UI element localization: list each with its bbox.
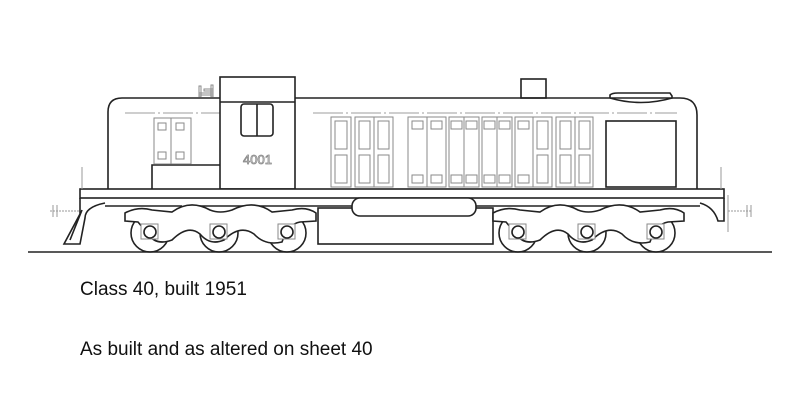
frame-walkway xyxy=(79,188,725,199)
exhaust-stack xyxy=(520,78,547,99)
short-hood-doors xyxy=(153,117,192,165)
horn-icon xyxy=(198,84,214,98)
front-coupler-marker xyxy=(50,167,83,217)
short-hood-step xyxy=(151,164,220,189)
locomotive-drawing: 4001 xyxy=(28,76,772,253)
caption-class-built: Class 40, built 1951 xyxy=(80,279,247,300)
front-pilot xyxy=(62,198,106,245)
short-hood xyxy=(107,97,220,189)
front-truck xyxy=(124,204,317,253)
long-hood-doors xyxy=(330,116,594,188)
rear-pilot xyxy=(699,198,725,222)
front-pilot-inner xyxy=(69,209,83,241)
radiator-grille xyxy=(605,120,677,188)
dynamic-brake-hatch xyxy=(609,92,673,104)
rear-truck xyxy=(492,204,685,253)
rear-coupler-marker xyxy=(720,167,752,232)
air-reservoir xyxy=(351,197,477,217)
road-number: 4001 xyxy=(243,152,272,167)
long-hood xyxy=(295,97,698,189)
caption-sheet-reference: As built and as altered on sheet 40 xyxy=(80,339,373,360)
